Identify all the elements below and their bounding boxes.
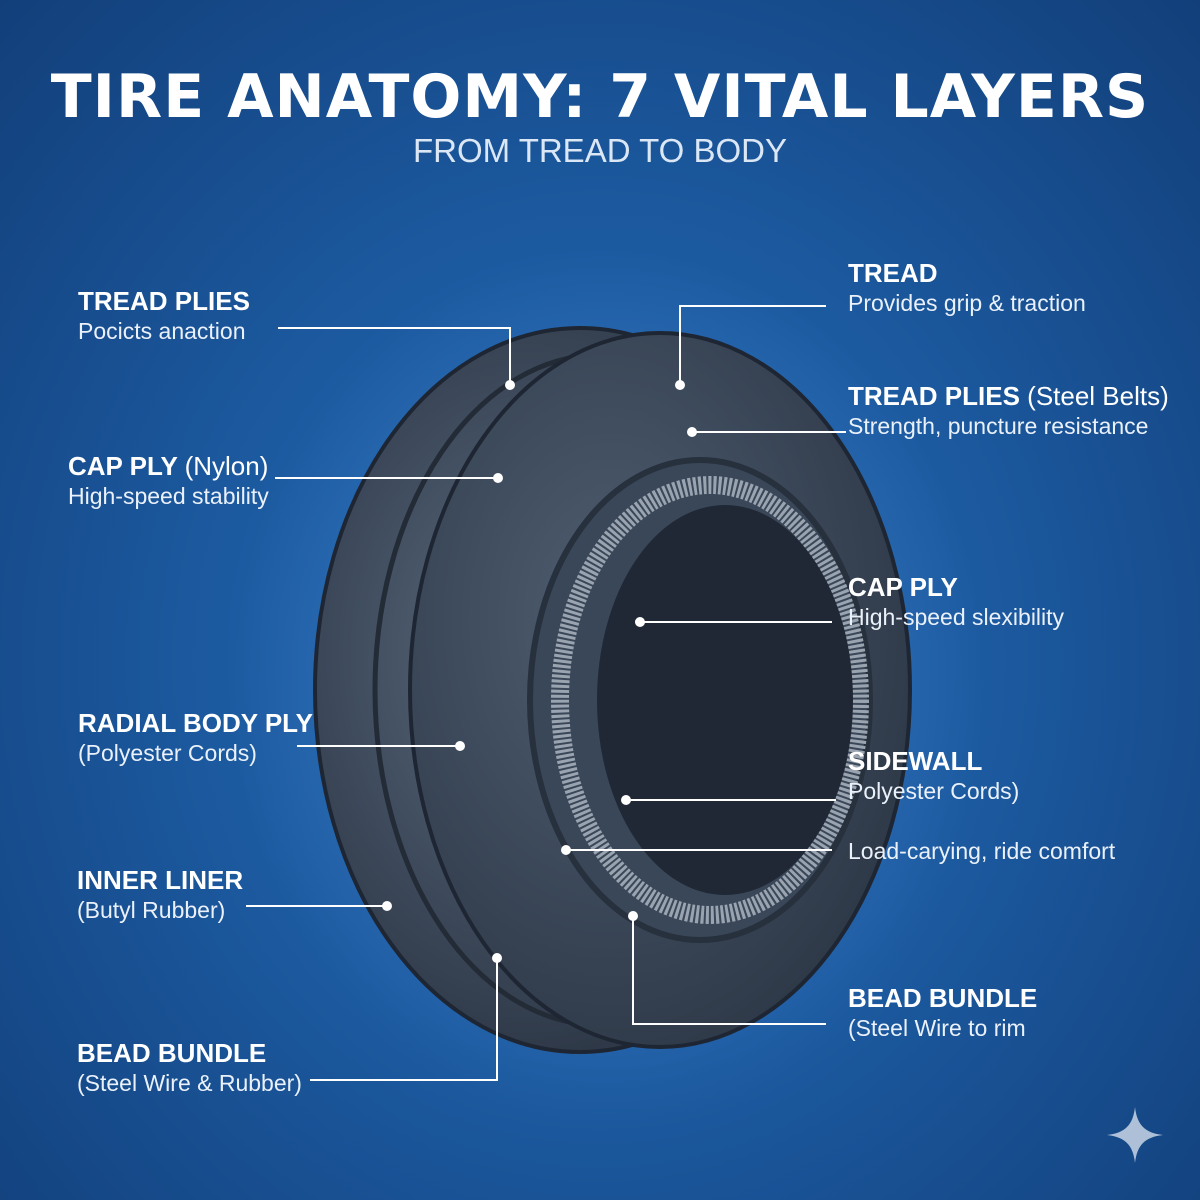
label-tread-plies-right: TREAD PLIES (Steel Belts) Strength, punc…: [848, 381, 1169, 441]
leader-lines: [246, 305, 846, 1081]
label-bead-bundle-left: BEAD BUNDLE (Steel Wire & Rubber): [77, 1038, 302, 1098]
label-heading: CAP PLY: [68, 451, 178, 481]
label-note: (Nylon): [184, 451, 269, 481]
label-heading: TREAD PLIES: [78, 286, 250, 316]
label-desc: High-speed stability: [68, 483, 269, 509]
label-heading: BEAD BUNDLE: [77, 1038, 267, 1068]
label-heading: SIDEWALL: [848, 746, 983, 776]
label-heading: RADIAL BODY PLY: [78, 708, 314, 738]
label-heading: CAP PLY: [848, 572, 958, 602]
label-desc: Load-carying, ride comfort: [848, 838, 1116, 864]
label-cap-ply-right: CAP PLY High-speed slexibility: [848, 572, 1064, 632]
label-desc: High-speed slexibility: [848, 604, 1065, 630]
label-bead-bundle-right: BEAD BUNDLE (Steel Wire to rim: [848, 983, 1037, 1043]
label-heading: BEAD BUNDLE: [848, 983, 1038, 1013]
page-title: TIRE ANATOMY: 7 VITAL LAYERS: [50, 62, 1150, 132]
label-heading: INNER LINER: [77, 865, 244, 895]
label-cap-ply-left: CAP PLY (Nylon) High-speed stability: [68, 451, 269, 511]
label-desc: Pocicts anaction: [78, 318, 246, 344]
label-tread-plies-left: TREAD PLIES Pocicts anaction: [78, 286, 250, 346]
label-load: Load-carying, ride comfort: [848, 836, 1115, 866]
ply-ring: [551, 476, 869, 924]
label-heading: TREAD: [848, 258, 938, 288]
label-desc: Polyester Cords): [848, 778, 1020, 804]
page-subtitle: FROM TREAD TO BODY: [412, 132, 788, 169]
label-desc: (Steel Wire to rim: [848, 1015, 1026, 1041]
label-inner-liner: INNER LINER (Butyl Rubber): [77, 865, 243, 925]
label-desc: Provides grip & traction: [848, 290, 1086, 316]
tire-hole: [597, 505, 853, 895]
label-desc: (Polyester Cords): [78, 740, 257, 766]
label-sidewall: SIDEWALL Polyester Cords): [848, 746, 1019, 806]
label-radial-body-ply: RADIAL BODY PLY (Polyester Cords): [78, 708, 313, 768]
label-desc: (Steel Wire & Rubber): [77, 1070, 302, 1096]
label-desc: Strength, puncture resistance: [848, 413, 1149, 439]
label-heading: TREAD PLIES: [848, 381, 1020, 411]
leader-dots: [382, 380, 697, 963]
label-note: (Steel Belts): [1027, 381, 1169, 411]
label-tread: TREAD Provides grip & traction: [848, 258, 1086, 318]
sparkle-icon: [1107, 1107, 1163, 1163]
label-desc: (Butyl Rubber): [77, 897, 226, 923]
